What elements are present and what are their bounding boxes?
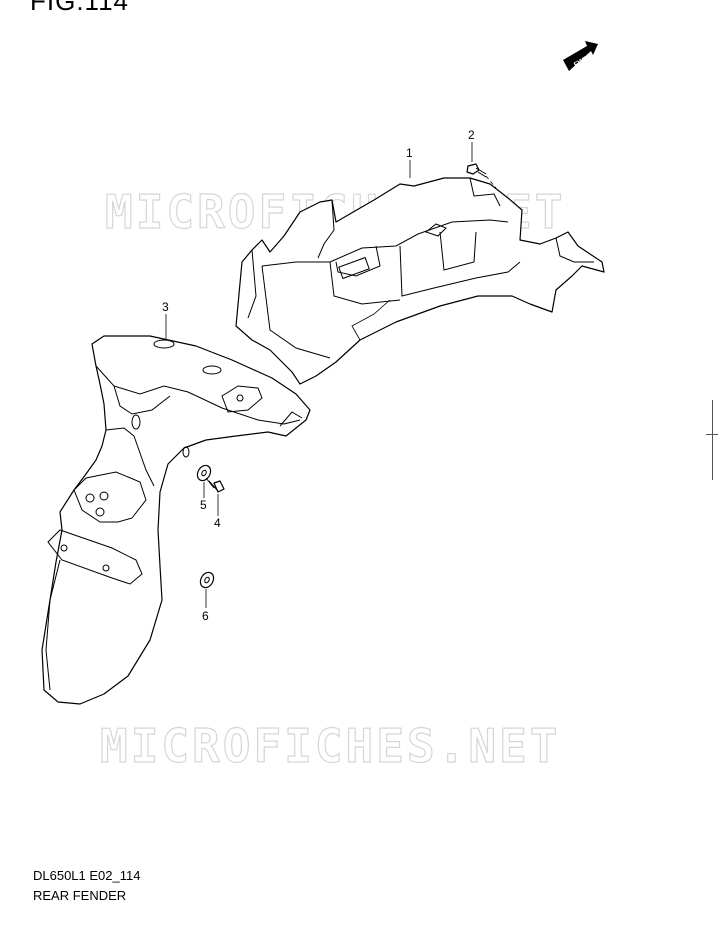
part-3-rear-fender[interactable] [41,335,311,705]
figure-name: REAR FENDER [33,888,127,903]
fwd-arrow-icon: FWD [563,41,598,71]
part-2-bolt[interactable] [466,163,497,189]
page-edge-mark [712,400,718,480]
callout-5[interactable]: 5 [200,498,207,512]
page-edge-tick [706,434,718,435]
part-1-rear-fender-inner[interactable] [235,177,605,385]
part-5-washer[interactable] [195,463,213,483]
watermark-bottom: MICROFICHES.NET [100,719,560,773]
figure-code: DL650L1 E02_114 [33,868,141,883]
callout-2[interactable]: 2 [468,128,475,142]
callout-3[interactable]: 3 [162,300,169,314]
part-6-washer[interactable] [198,570,216,590]
callout-1[interactable]: 1 [406,146,413,160]
callout-4[interactable]: 4 [214,516,221,530]
part-4-bolt[interactable] [205,477,225,493]
callout-6[interactable]: 6 [202,609,209,623]
figure-title: FIG.114 [30,0,130,16]
